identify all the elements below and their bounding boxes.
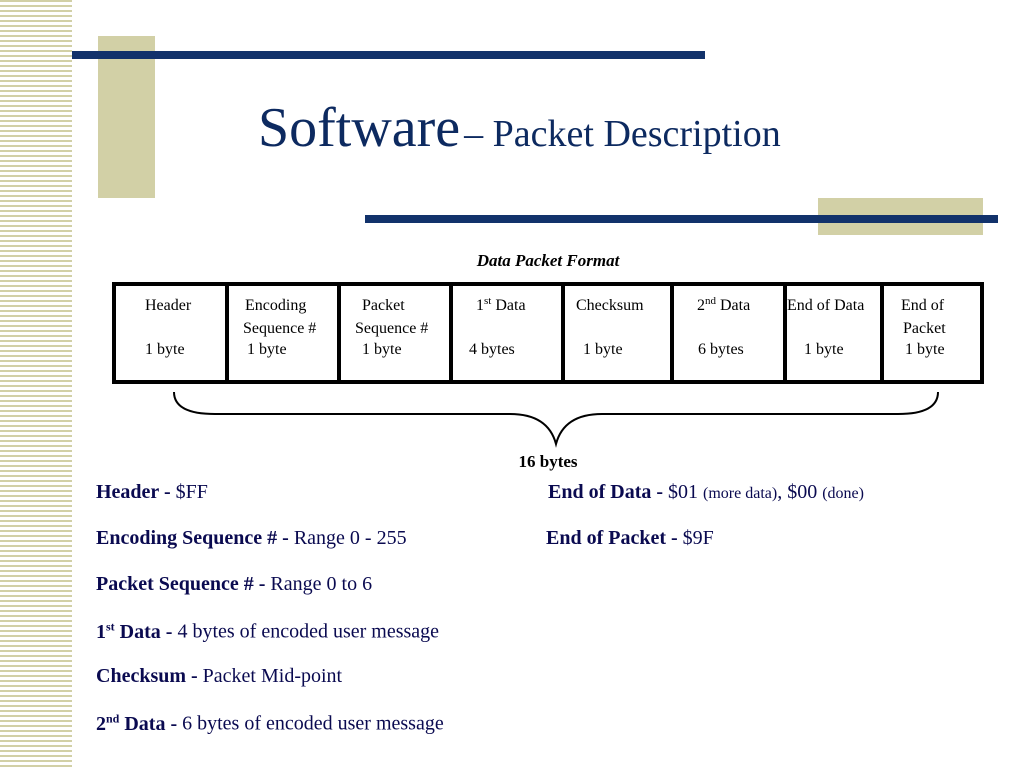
- diagram-caption: Data Packet Format: [476, 251, 621, 270]
- field-encoding-size: 1 byte: [247, 341, 287, 358]
- field-packet-name-2: Sequence #: [355, 320, 428, 337]
- desc-checksum: Checksum - Packet Mid-point: [96, 665, 343, 687]
- total-size-label: 16 bytes: [518, 452, 577, 471]
- field-checksum-name: Checksum: [576, 297, 644, 314]
- field-second-data-size: 6 bytes: [698, 341, 744, 358]
- field-first-data-size: 4 bytes: [469, 341, 515, 358]
- desc-end-of-packet: End of Packet - $9F: [546, 527, 714, 549]
- title-sub: – Packet Description: [464, 113, 781, 155]
- span-brace: [173, 391, 939, 448]
- desc-encoding-sequence: Encoding Sequence # - Range 0 - 255: [96, 527, 407, 549]
- field-second-data-name: 2nd Data: [697, 295, 750, 314]
- field-end-of-data-size: 1 byte: [804, 341, 844, 358]
- left-stripe-decoration: [0, 0, 72, 768]
- field-end-of-packet-size: 1 byte: [905, 341, 945, 358]
- field-checksum-size: 1 byte: [583, 341, 623, 358]
- tan-block-left: [98, 36, 155, 198]
- field-packet-name: Packet: [362, 297, 405, 314]
- field-encoding-name: Encoding: [245, 297, 306, 314]
- title-main: Software: [258, 97, 461, 159]
- desc-second-data: 2nd Data - 6 bytes of encoded user messa…: [96, 711, 444, 735]
- field-end-of-packet-name-2: Packet: [903, 320, 946, 337]
- bottom-rule: [365, 215, 998, 223]
- field-end-of-data-name: End of Data: [787, 297, 864, 314]
- field-first-data-name: 1st Data: [476, 295, 526, 314]
- field-header-size: 1 byte: [145, 341, 185, 358]
- desc-end-of-data: End of Data - $01 (more data), $00 (done…: [548, 481, 864, 503]
- top-rule: [72, 51, 705, 59]
- desc-first-data: 1st Data - 4 bytes of encoded user messa…: [96, 619, 440, 643]
- field-header-name: Header: [145, 297, 192, 314]
- desc-packet-sequence: Packet Sequence # - Range 0 to 6: [96, 573, 373, 595]
- desc-header: Header - $FF: [96, 481, 208, 503]
- packet-frame: [112, 282, 984, 384]
- slide-title: Software – Packet Description: [258, 96, 781, 160]
- field-end-of-packet-name: End of: [901, 297, 945, 314]
- field-encoding-name-2: Sequence #: [243, 320, 316, 337]
- field-packet-size: 1 byte: [362, 341, 402, 358]
